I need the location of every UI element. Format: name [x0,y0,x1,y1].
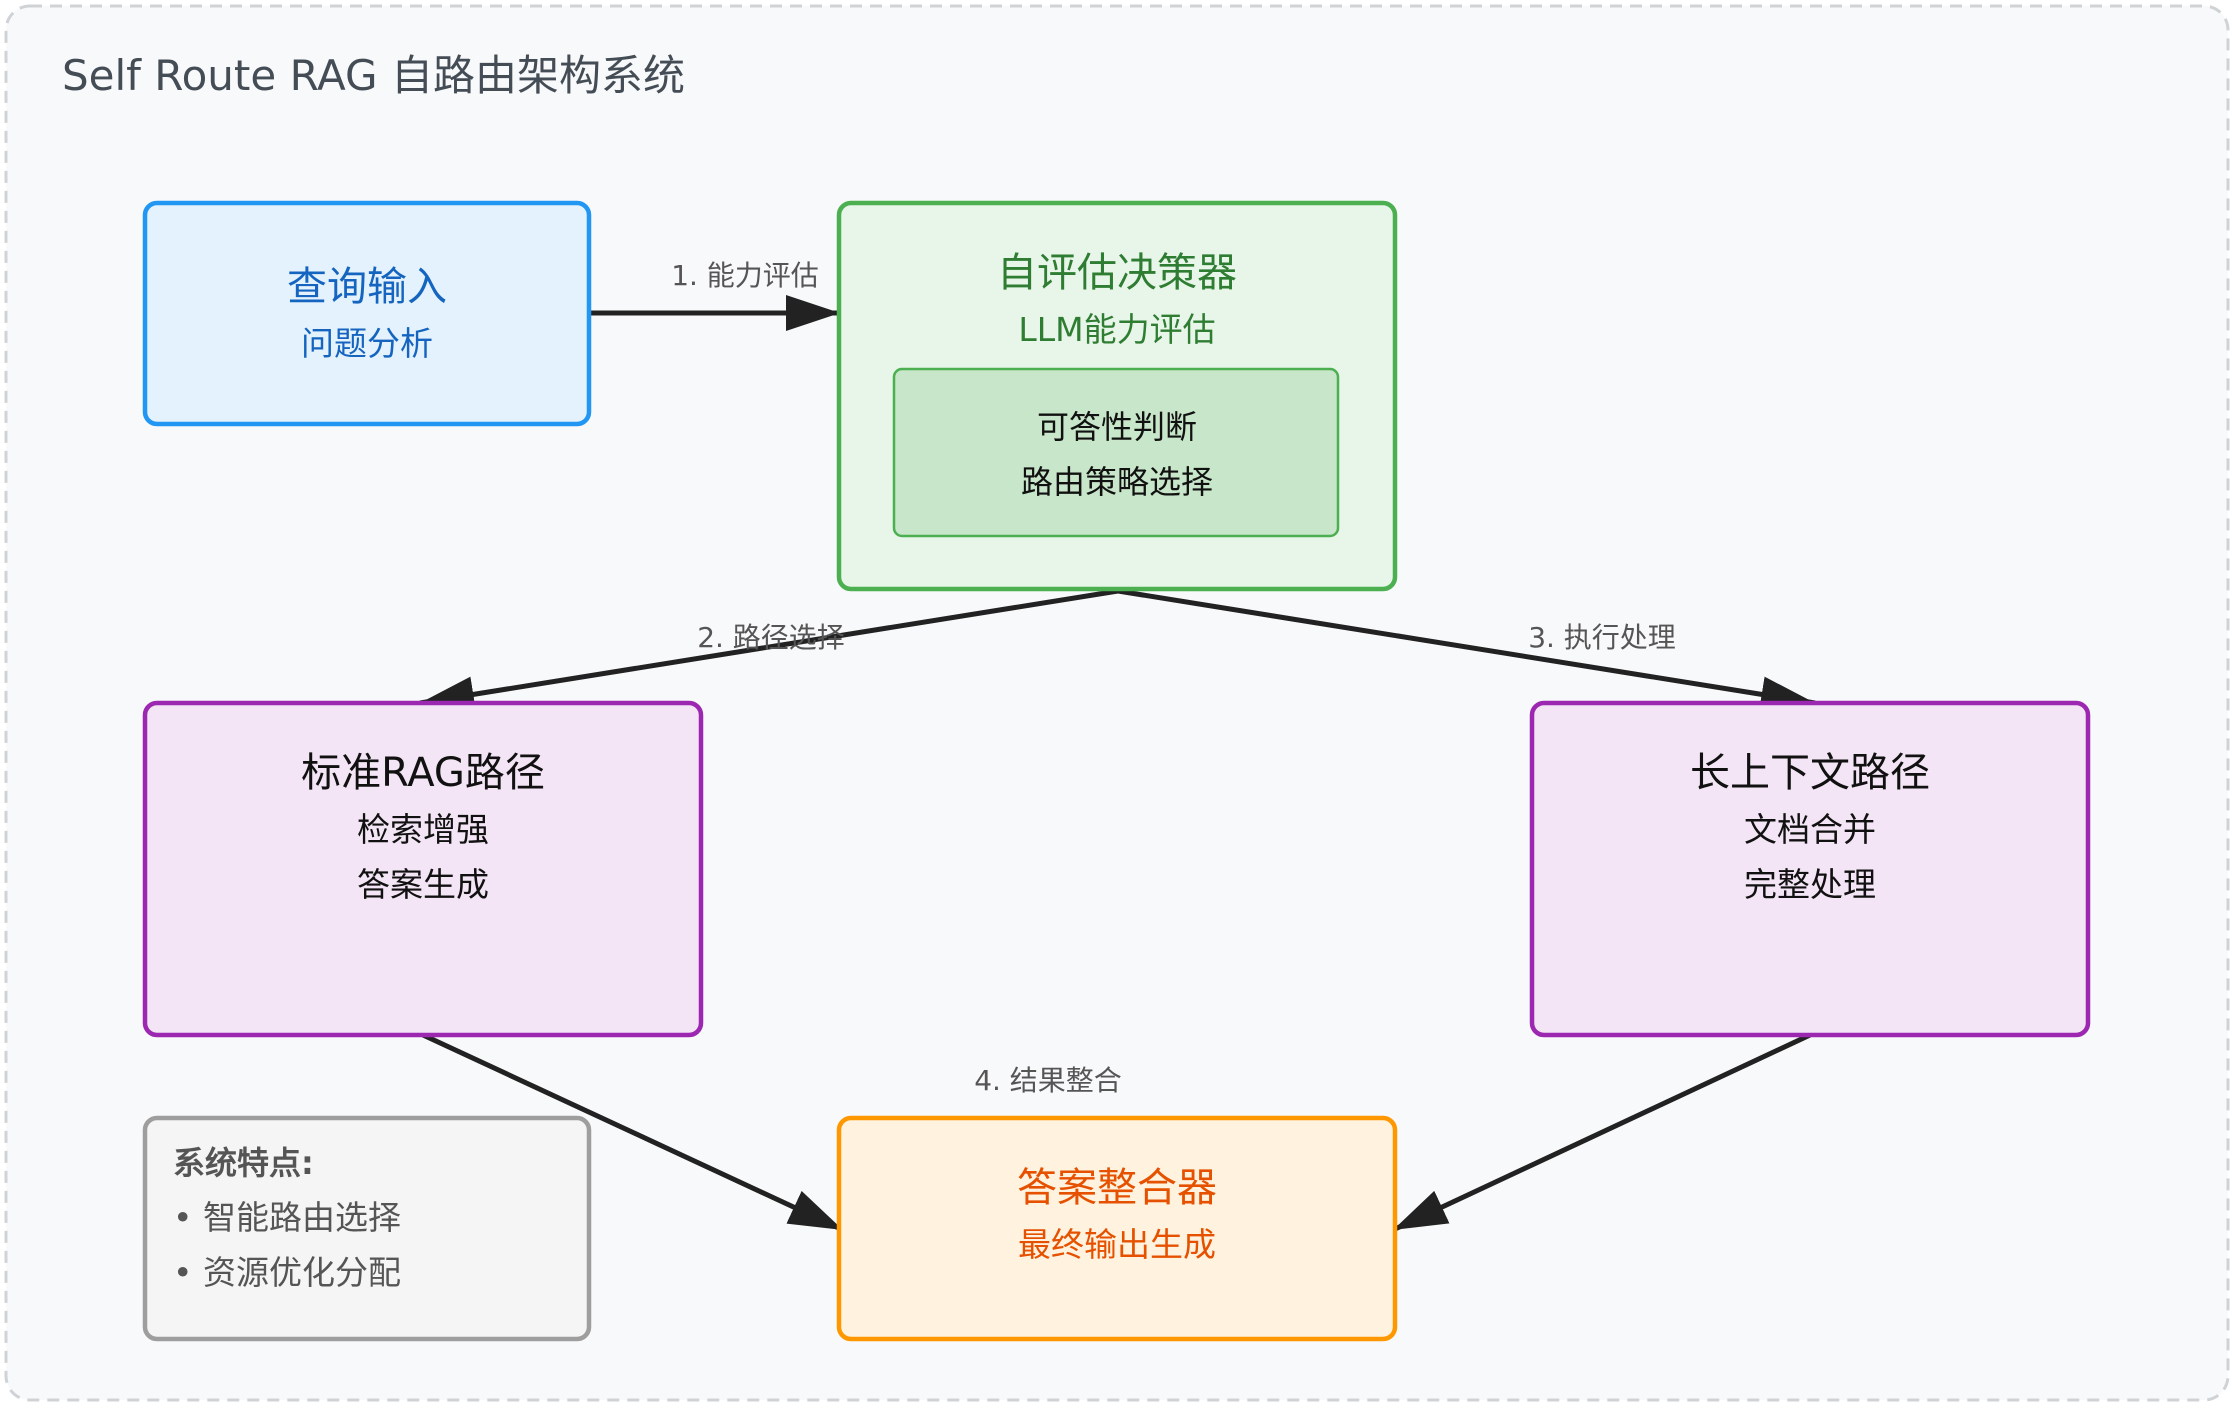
edge-label-path-selection: 2. 路径选择 [697,621,845,654]
node-standard-rag-line2: 答案生成 [357,865,489,904]
legend-heading: 系统特点: [173,1144,314,1182]
edge-label-capability-eval: 1. 能力评估 [671,259,819,292]
legend-system-features-box [142,1115,592,1342]
node-long-context-box [1529,700,2091,1038]
node-answer-integrator-subtitle: 最终输出生成 [1018,1225,1216,1264]
node-long-context-title: 长上下文路径 [1690,750,1930,796]
node-query-input-box [142,200,592,427]
edge-evaluator-to-long-context [1117,588,1816,713]
node-query-input-title: 查询输入 [287,264,447,310]
node-evaluator-inner-line2: 路由策略选择 [1021,463,1213,501]
legend-item: • 资源优化分配 [173,1253,401,1292]
diagram-title: Self Route RAG 自路由架构系统 [62,51,685,100]
node-evaluator-inner-line1: 可答性判断 [1037,408,1197,446]
edge-evaluator-to-standard-rag [419,588,1119,713]
node-standard-rag-box [142,700,704,1038]
node-evaluator: 自评估决策器 LLM能力评估 可答性判断 路由策略选择 [836,200,1398,592]
node-query-input: 查询输入 问题分析 [142,200,592,427]
node-evaluator-inner-box [892,367,1340,538]
node-standard-rag-title: 标准RAG路径 [301,750,545,796]
edge-label-result-integration: 4. 结果整合 [974,1064,1122,1097]
node-long-context-line1: 文档合并 [1744,810,1876,849]
legend-item: • 智能路由选择 [173,1198,401,1237]
node-standard-rag: 标准RAG路径 检索增强 答案生成 [142,700,704,1038]
edge-standard-rag-to-integrator [421,1032,845,1233]
node-query-input-subtitle: 问题分析 [301,324,433,363]
node-long-context: 长上下文路径 文档合并 完整处理 [1529,700,2091,1038]
legend-system-features: 系统特点: • 智能路由选择 • 资源优化分配 [142,1115,592,1342]
node-standard-rag-line1: 检索增强 [357,810,489,849]
node-evaluator-title: 自评估决策器 [997,250,1237,296]
edge-label-execute-process: 3. 执行处理 [1528,621,1676,654]
node-answer-integrator: 答案整合器 最终输出生成 [836,1115,1398,1342]
node-answer-integrator-title: 答案整合器 [1017,1165,1217,1211]
node-evaluator-subtitle: LLM能力评估 [1018,310,1215,349]
node-answer-integrator-box [836,1115,1398,1342]
node-long-context-line2: 完整处理 [1744,865,1876,904]
connectors [419,295,1816,1233]
edge-long-context-to-integrator [1391,1032,1812,1233]
